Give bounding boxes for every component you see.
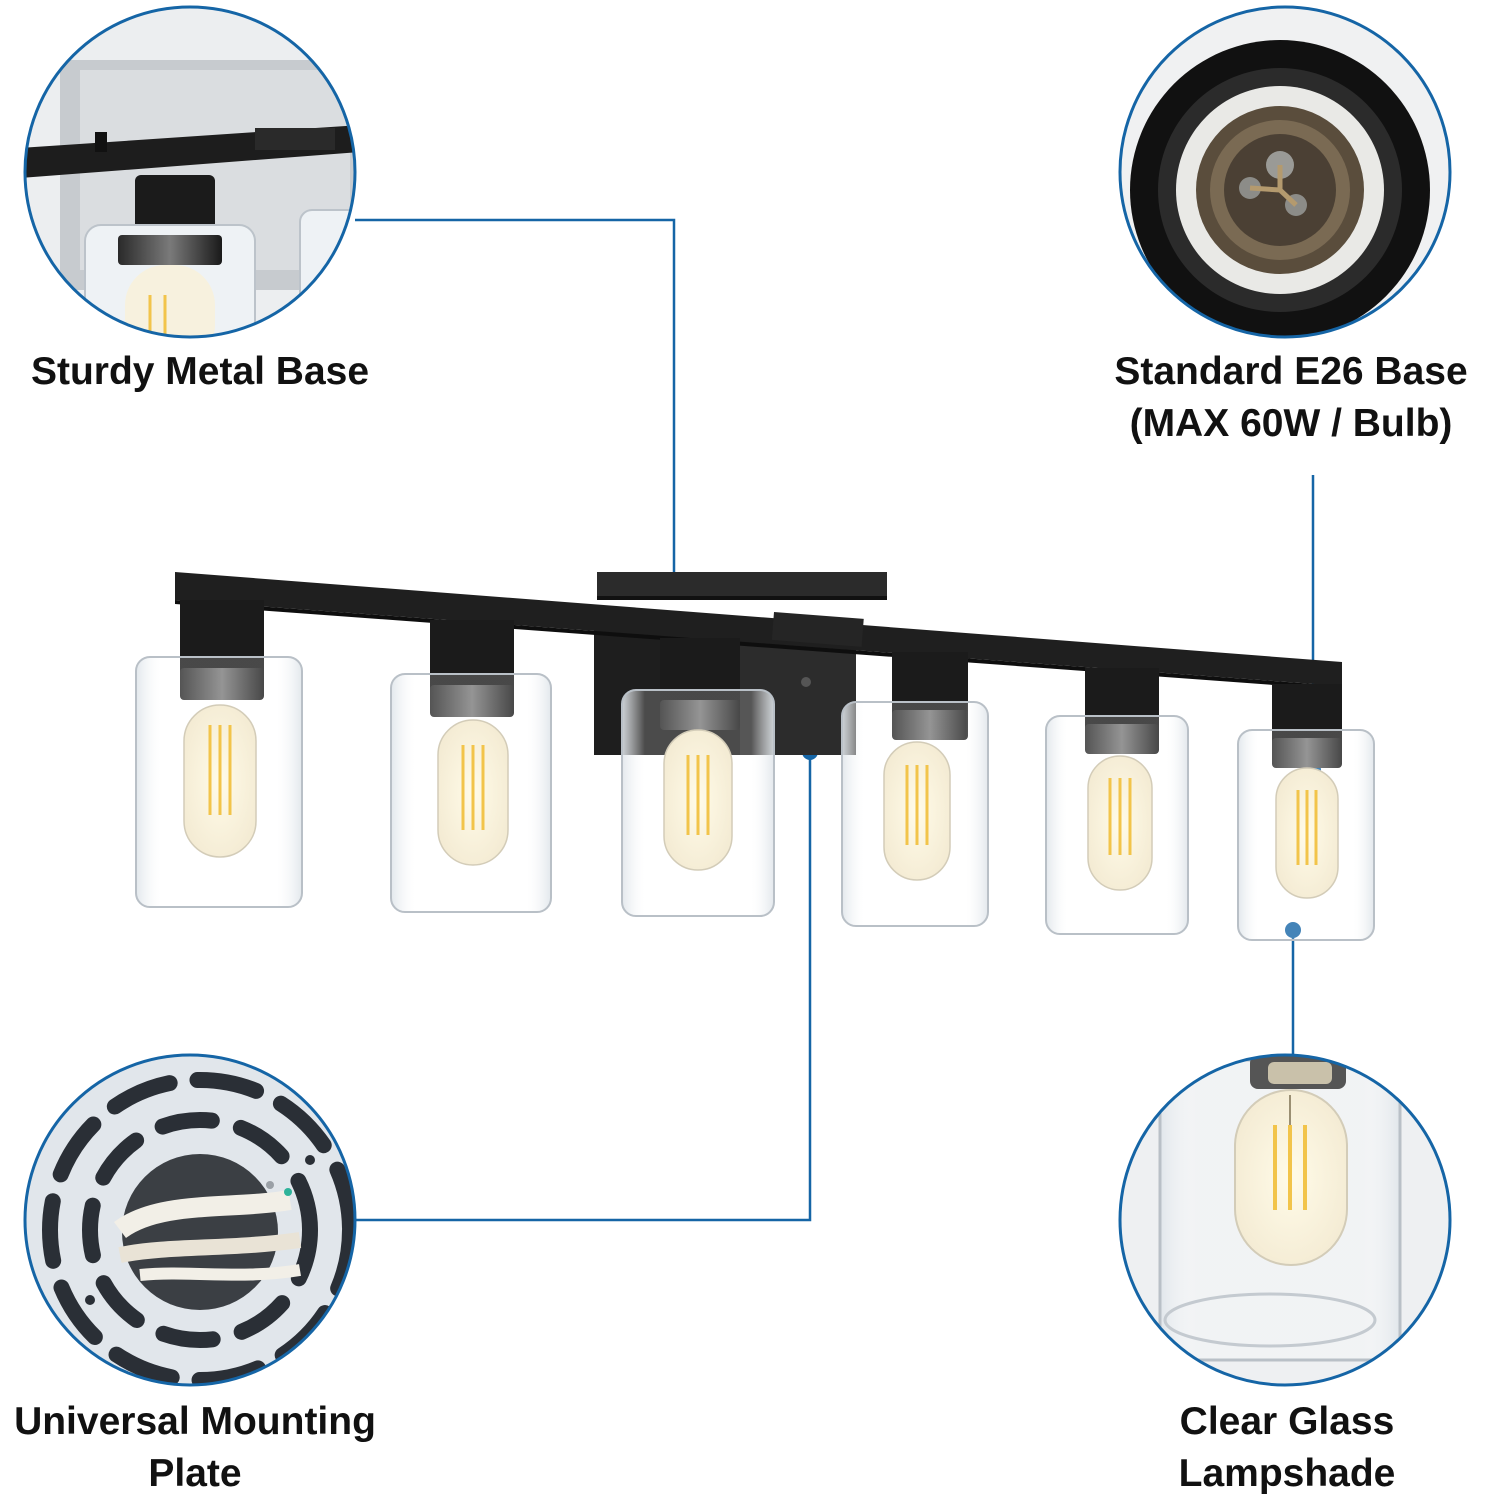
callout-label-mounting-plate: Universal Mounting Plate [0, 1396, 390, 1500]
callout-text-line-2: Plate [148, 1452, 242, 1495]
callout-label-glass-shade: Clear Glass Lampshade [1130, 1396, 1444, 1500]
callout-text-line-2: Lampshade [1178, 1452, 1396, 1495]
callout-label-e26-base: Standard E26 Base (MAX 60W / Bulb) [1090, 346, 1492, 450]
fixture-backplate [597, 572, 887, 596]
callout-text: Universal Mounting [14, 1400, 376, 1443]
vanity-light-fixture [135, 572, 1375, 941]
lamp-3 [621, 638, 775, 917]
leader-line-mounting-plate [355, 752, 812, 1222]
detail-circle-metal-base [23, 5, 357, 339]
callout-subtext: (MAX 60W / Bulb) [1129, 402, 1453, 445]
lamp-1 [135, 600, 303, 908]
lamp-5 [1045, 668, 1189, 935]
lamp-6 [1237, 684, 1375, 941]
detail-circle-e26-base [1118, 5, 1452, 339]
callout-label-metal-base: Sturdy Metal Base [0, 346, 400, 398]
fixture-arm [175, 572, 1342, 686]
detail-circle-mounting-plate [23, 1053, 357, 1387]
lamp-2 [390, 620, 552, 913]
callout-text: Standard E26 Base [1114, 350, 1468, 393]
lamp-4 [841, 652, 989, 927]
callout-text: Clear Glass [1179, 1400, 1395, 1443]
callout-text: Sturdy Metal Base [30, 350, 370, 393]
leader-line-metal-base [355, 218, 676, 588]
detail-circle-glass-shade [1118, 1053, 1452, 1387]
